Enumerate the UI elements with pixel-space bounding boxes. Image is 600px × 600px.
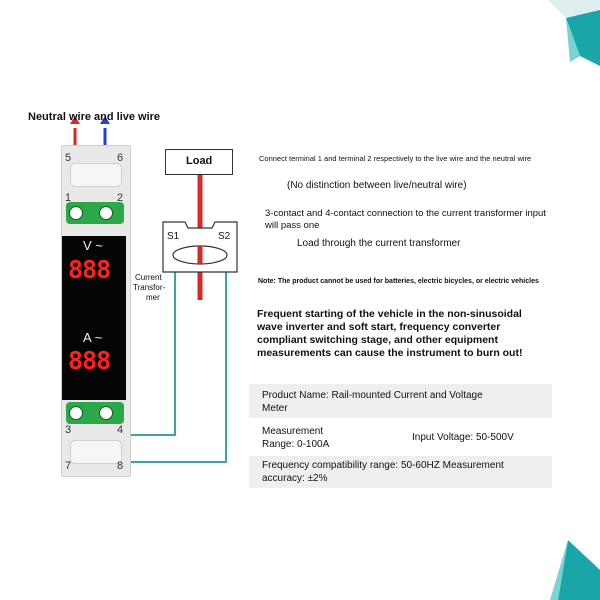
spec-product-line2: Meter [262,403,288,414]
note-terminal-connection: Connect terminal 1 and terminal 2 respec… [259,154,532,163]
terminal-2-label: 2 [117,192,124,204]
bottom-rail-slot [70,440,122,464]
note-product-restriction: Note: The product cannot be used for bat… [258,278,539,285]
terminal-1-label: 1 [65,192,72,204]
top-rail-slot [70,163,122,187]
terminal-3-label: 3 [65,424,72,436]
warning-line-2: wave inverter and soft start, frequency … [257,321,501,333]
terminal-7-label: 7 [65,460,72,472]
spec-product-row [249,384,552,418]
corner-decoration-top-right [548,0,600,66]
current-reading: 888 [68,346,111,375]
note-ct-connection-1: 3-contact and 4-contact connection to th… [265,208,546,219]
meter-display [62,236,126,400]
ct-label-line3: mer [146,293,160,302]
ct-label-line1: Current [135,273,162,282]
warning-line-4: measurements can cause the instrument to… [257,347,523,359]
spec-input-voltage: Input Voltage: 50-500V [412,432,514,443]
spec-frequency-row [249,456,552,488]
terminal-5-label: 5 [65,152,72,164]
spec-product-line1: Product Name: Rail-mounted Current and V… [262,390,483,401]
warning-line-1: Frequent starting of the vehicle in the … [257,308,522,320]
s2-label: S2 [218,231,231,242]
terminal-4-screw [99,406,113,420]
terminal-2-screw [99,206,113,220]
voltage-unit: V ~ [83,238,103,253]
load-label: Load [186,155,213,167]
ct-wire-s1 [116,248,176,436]
wires-label: Neutral wire and live wire [28,111,161,123]
spec-frequency-line1: Frequency compatibility range: 50-60HZ M… [262,460,504,471]
terminal-8-label: 8 [117,460,124,472]
spec-measurement-line2: Range: 0-100A [262,439,330,450]
load-box [165,149,233,175]
current-unit: A ~ [83,330,103,345]
warning-line-3: compliant switching stage, and other equ… [257,334,498,346]
ct-label-line2: Transfor- [133,283,166,292]
note-load-through-ct: Load through the current transformer [297,238,461,249]
terminal-6-label: 6 [117,152,124,164]
corner-decoration-bottom-right [550,540,600,600]
spec-frequency-line2: accuracy: ±2% [262,473,328,484]
terminal-1-screw [69,206,83,220]
note-ct-connection-2: will pass one [265,220,320,231]
s1-label: S1 [167,231,180,242]
terminal-3-screw [69,406,83,420]
voltage-reading: 888 [68,255,111,284]
spec-measurement-line1: Measurement [262,426,324,437]
note-no-distinction: (No distinction between live/neutral wir… [287,180,467,191]
terminal-4-label: 4 [117,424,124,436]
